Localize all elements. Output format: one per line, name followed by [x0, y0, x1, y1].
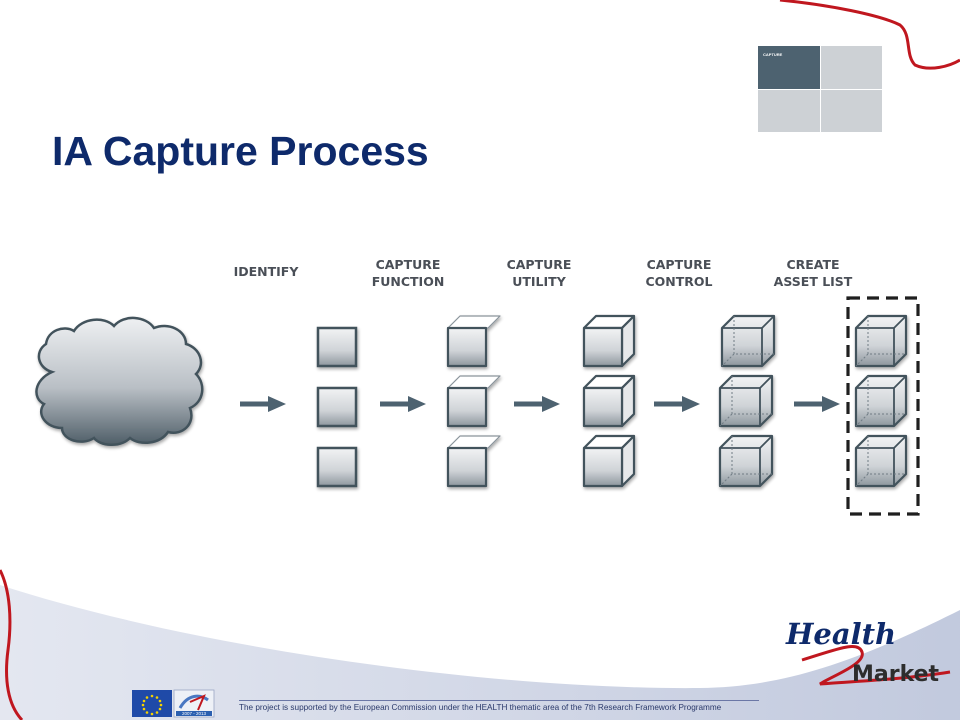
cloud-icon — [35, 316, 204, 446]
wireframe-cube-icon — [720, 314, 776, 368]
arrow-icon — [514, 396, 560, 412]
logo-word-market: Market — [852, 662, 940, 687]
bottom-left-red-curve — [0, 569, 24, 720]
wireframe-cube-icon — [718, 374, 774, 428]
arrow-icon — [794, 396, 840, 412]
capture-function-shapes — [446, 315, 501, 488]
square-icon — [316, 326, 358, 368]
footer-funding-note: The project is supported by the European… — [239, 700, 759, 712]
wireframe-cube-icon — [854, 374, 908, 428]
logo-word-health: Health — [786, 617, 897, 651]
cube-icon — [582, 374, 636, 428]
slide-title: IA Capture Process — [52, 128, 429, 174]
healthmarket-logo — [801, 645, 951, 686]
footer-band — [0, 585, 960, 720]
stage-label-create-asset-list: CREATE ASSET LIST — [773, 257, 853, 289]
thumbnail-cell — [820, 89, 882, 132]
eu-flag-icon — [132, 690, 172, 717]
wireframe-cube-icon — [854, 434, 908, 488]
stage-label-capture-utility: CAPTURE UTILITY — [506, 257, 572, 289]
thumbnail-cell — [758, 89, 820, 132]
open-box-icon — [446, 315, 501, 368]
open-box-icon — [446, 435, 501, 488]
thumbnail-cell — [820, 46, 882, 89]
wireframe-cube-icon — [718, 434, 774, 488]
top-right-red-curve — [779, 0, 960, 70]
capture-utility-cubes — [582, 314, 636, 488]
stage-label-identify: IDENTIFY — [233, 264, 299, 279]
identify-squares — [316, 326, 358, 488]
process-thumbnail: CAPTURE — [758, 46, 882, 132]
cube-icon — [582, 434, 636, 488]
square-icon — [316, 386, 358, 428]
wireframe-cube-icon — [854, 314, 908, 368]
thumbnail-cell-capture: CAPTURE — [758, 46, 820, 89]
square-icon — [316, 446, 358, 488]
asset-list-dashed-frame — [846, 296, 920, 516]
fp7-logo — [173, 689, 215, 718]
arrows — [240, 396, 840, 412]
logo-swoosh — [801, 645, 951, 686]
fp7-years-label: 2007 - 2013 — [181, 711, 207, 716]
stage-label-capture-function: CAPTURE FUNCTION — [371, 257, 445, 289]
arrow-icon — [380, 396, 426, 412]
capture-control-cubes — [718, 314, 776, 488]
cube-icon — [582, 314, 636, 368]
arrow-icon — [654, 396, 700, 412]
asset-list-cubes — [854, 314, 908, 488]
open-box-icon — [446, 375, 501, 428]
arrow-icon — [240, 396, 286, 412]
stage-label-capture-control: CAPTURE CONTROL — [645, 257, 713, 289]
thumbnail-cell-label: CAPTURE — [763, 52, 783, 57]
